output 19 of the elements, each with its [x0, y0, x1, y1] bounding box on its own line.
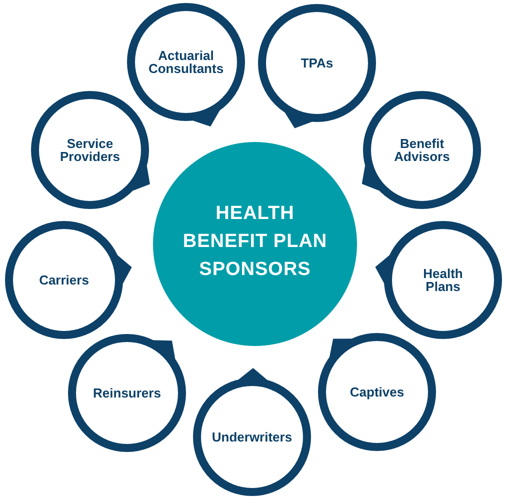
- speech-bubble: [318, 333, 436, 451]
- speech-bubble: [193, 368, 311, 496]
- bubble-label: Carriers: [39, 274, 89, 286]
- center-label: HEALTH BENEFIT PLAN SPONSORS: [182, 202, 328, 282]
- speech-bubble: [361, 91, 481, 209]
- speech-bubble: [127, 3, 245, 127]
- bubble-label: Health Plans: [422, 267, 464, 293]
- speech-bubble: [375, 221, 502, 339]
- bubble-label: Captives: [350, 386, 404, 398]
- bubble-label: Benefit Advisors: [393, 137, 451, 163]
- bubble-label: TPAs: [300, 56, 334, 70]
- speech-bubble: [31, 91, 150, 209]
- bubble-label: Actuarial Consultants: [147, 49, 225, 75]
- speech-bubble: [258, 4, 376, 129]
- bubble-label: Reinsurers: [93, 386, 161, 400]
- bubble-label: Underwriters: [212, 430, 292, 444]
- bubble-label: Service Providers: [59, 137, 121, 163]
- speech-bubble: [5, 221, 132, 339]
- speech-bubble: [68, 334, 186, 452]
